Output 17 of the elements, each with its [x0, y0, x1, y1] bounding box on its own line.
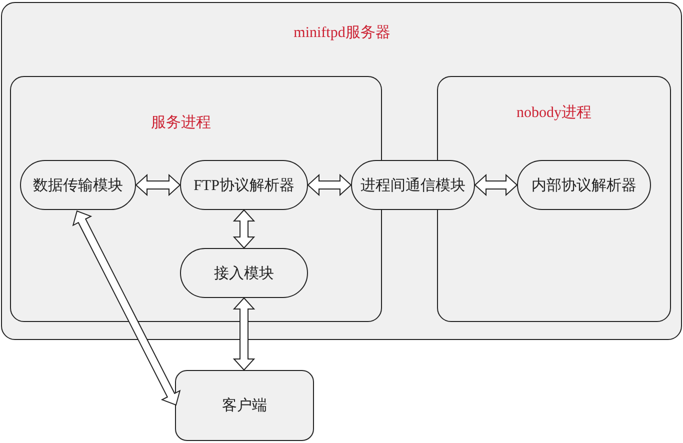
double-arrow [232, 209, 256, 249]
process-box [437, 76, 671, 322]
box-title: 服务进程 [151, 114, 211, 132]
module-box: 进程间通信模块 [351, 160, 475, 210]
double-arrow [72, 210, 181, 406]
double-arrow [232, 297, 256, 371]
module-box: FTP协议解析器 [180, 160, 308, 210]
client-box: 客户端 [175, 370, 314, 441]
box-title: nobody进程 [516, 104, 592, 122]
module-box: 数据传输模块 [20, 160, 136, 210]
double-arrow [307, 174, 352, 196]
box-title: miniftpd服务器 [294, 24, 390, 42]
double-arrow [135, 174, 181, 196]
server-box [1, 2, 682, 340]
double-arrow [474, 174, 518, 196]
module-box: 接入模块 [180, 248, 308, 298]
module-box: 内部协议解析器 [517, 160, 651, 210]
